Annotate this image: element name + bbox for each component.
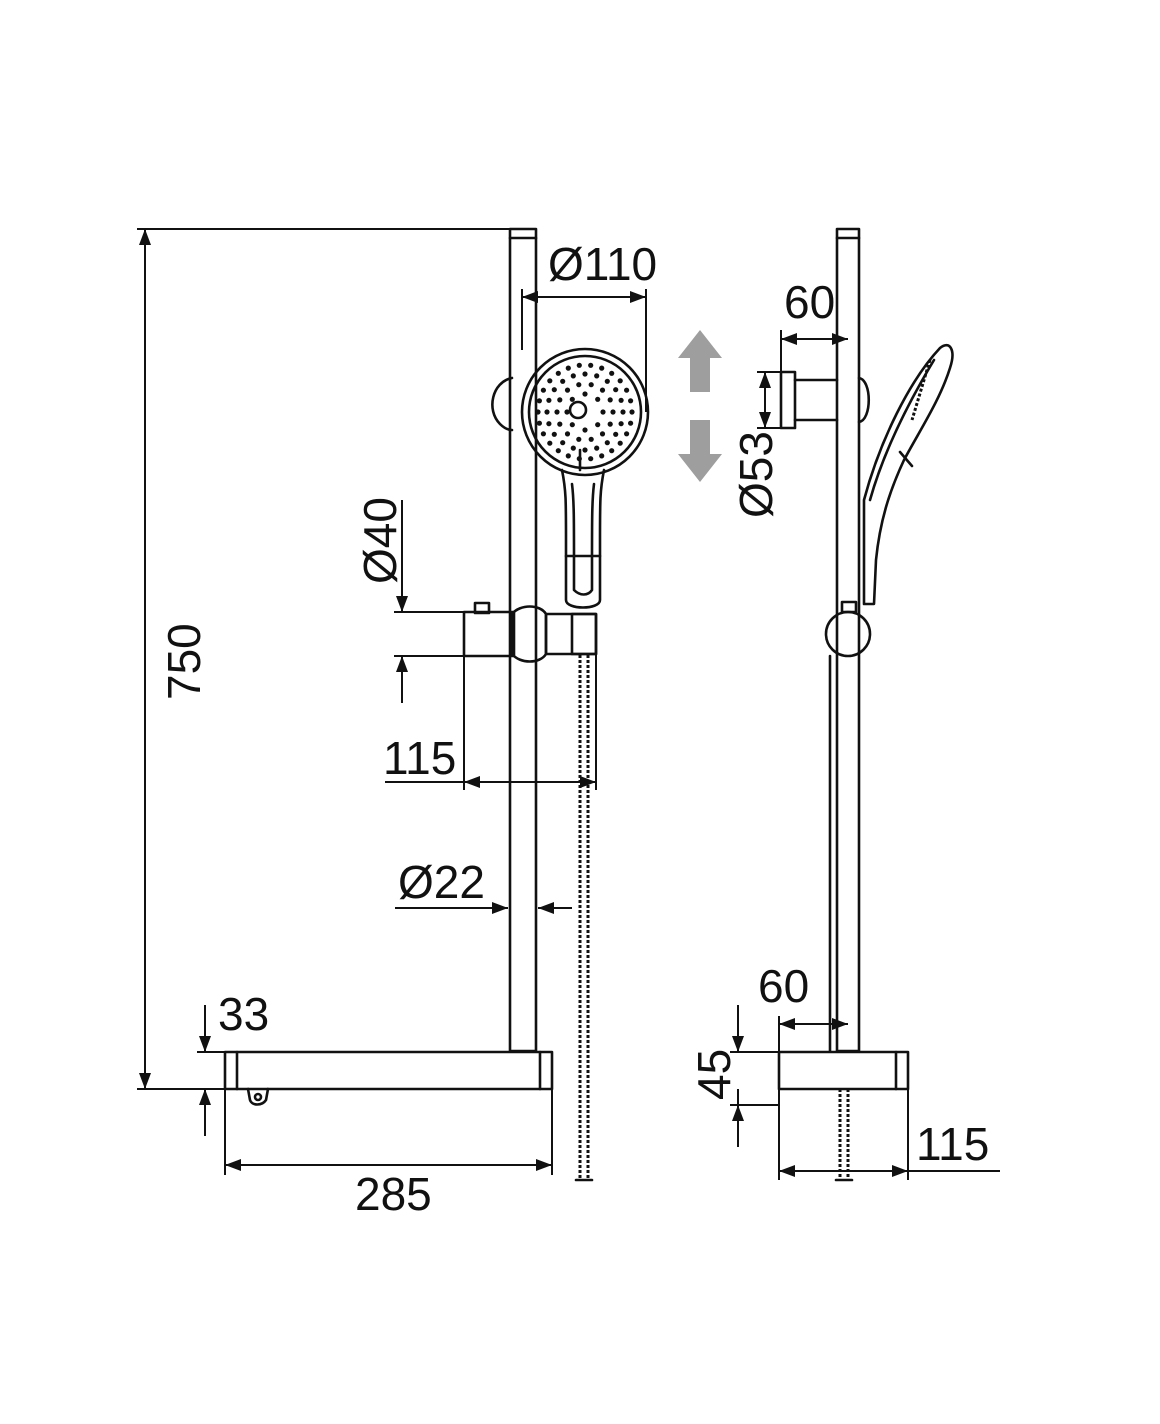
nozzle-dot [588,436,594,442]
nozzle-dot [582,371,588,377]
nozzle-dot [595,422,601,428]
nozzle-dot [546,421,552,427]
nozzle-dot [599,387,606,393]
nozzle-dot [594,373,600,379]
nozzle-dot [588,382,594,388]
label-total-height: 750 [158,623,210,700]
wall-bracket [491,376,514,432]
nozzle-dot [620,409,626,415]
up-down-arrows-icon [678,330,722,482]
nozzle-dot [576,362,582,368]
nozzle-dot [588,362,594,368]
label-holder-projection: 115 [383,732,456,784]
nozzle-dot [618,421,624,427]
nozzle-dot [607,421,613,427]
nozzle-dot [536,398,543,404]
nozzle-dot [604,378,610,384]
nozzle-dot [569,396,575,402]
nozzle-dot [604,440,610,446]
nozzle-dot [557,421,563,427]
nozzle-dot [555,448,561,454]
shower-hose-front [574,655,594,1182]
nozzle-dot [536,420,543,426]
label-shelf-width: 285 [355,1168,432,1220]
nozzle-dot [555,370,561,376]
nozzle-dot [540,431,547,437]
nozzle-dot [609,448,615,454]
nozzle-dot [564,387,571,393]
nozzle-dot [582,427,588,433]
nozzle-dot [570,445,576,451]
nozzle-dot [546,397,552,403]
nozzle-dot [565,365,571,371]
nozzle-dot [582,447,588,453]
label-shelf-height-side: 45 [688,1049,740,1100]
side-view [777,227,954,1182]
nozzle-dot [544,409,550,415]
nozzle-dot [560,378,566,384]
nozzle-dot [628,420,634,426]
nozzle-dot [576,436,582,442]
nozzle-dot [595,396,601,402]
nozzle-dot [570,373,576,379]
label-rail-diameter: Ø22 [398,856,485,908]
label-bracket-diameter: Ø53 [730,431,782,518]
nozzle-dot [628,398,634,404]
nozzle-dot [551,431,557,437]
nozzle-dot [613,431,619,437]
nozzle-dot [618,397,624,403]
label-shelf-depth-side: 60 [758,960,809,1012]
nozzle-dot [565,453,571,459]
label-shelf-height-front: 33 [218,988,269,1040]
nozzle-dot [617,440,623,446]
shower-holder-side [824,600,872,658]
nozzle-dot [609,370,615,376]
nozzle-dot [617,378,623,384]
nozzle-dot [624,431,630,437]
nozzle-dot [610,409,616,415]
nozzle-dot [551,387,557,393]
shower-holder [462,601,598,663]
nozzle-dot [599,431,606,437]
nozzle-dot [569,422,575,428]
nozzle-dot [582,391,588,397]
nozzle-dot [535,409,541,415]
nozzle-dot [599,453,605,459]
nozzle-dot [554,409,560,415]
nozzle-dot [629,409,635,415]
hand-shower-front [520,347,650,609]
nozzle-dot [560,440,566,446]
nozzle-dot [557,397,563,403]
label-slider-depth: 60 [784,276,835,328]
hand-shower-side [862,343,954,606]
dimension-labels: 750 Ø110 60 Ø53 Ø40 115 Ø22 33 285 60 45… [158,238,989,1220]
nozzle-dot [576,382,582,388]
nozzle-dot [564,431,571,437]
nozzle-dot [600,409,606,415]
dimension-lines [137,228,1000,1180]
nozzle-dot [540,387,547,393]
label-hose-outlet-diameter: Ø40 [354,497,406,584]
nozzle-dot [564,409,570,415]
nozzle-dot [607,397,613,403]
nozzle-dot [547,440,553,446]
nozzle-dot [588,456,594,462]
nozzle-dot [613,387,619,393]
label-head-diameter: Ø110 [548,238,657,290]
shower-shelf-front [223,1050,554,1106]
nozzle-dot [547,378,553,384]
shower-shelf-side [777,1050,910,1091]
label-shelf-projection-side: 115 [916,1118,989,1170]
nozzle-dot [599,365,605,371]
wall-bracket-side [779,370,870,430]
slide-rail-side [835,227,861,1053]
spray-nozzles [535,362,635,462]
shower-hose-side [828,654,854,1182]
front-view [223,227,722,1182]
nozzle-dot [594,445,600,451]
nozzle-dot [624,387,630,393]
